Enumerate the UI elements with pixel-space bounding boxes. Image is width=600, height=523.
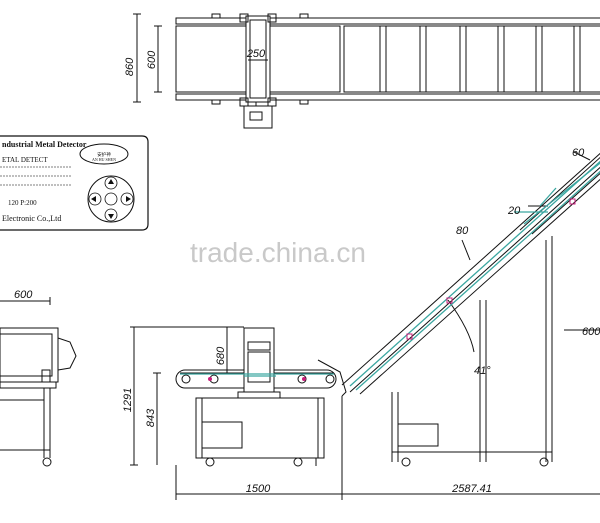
right-arrow-icon bbox=[126, 196, 131, 202]
front-marker-1 bbox=[208, 377, 212, 381]
front-dim-total-height-label: 1291 bbox=[122, 388, 134, 412]
incline-dim-angle-label: 41° bbox=[474, 365, 491, 377]
front-dim-belt-height-label: 843 bbox=[145, 408, 157, 427]
logo-text: 安护神 bbox=[97, 151, 111, 158]
front-belt-highlight bbox=[180, 373, 334, 377]
panel-title: ndustrial Metal Detector bbox=[2, 140, 87, 149]
side-dim-length-label: 600 bbox=[14, 289, 33, 301]
up-arrow-icon bbox=[108, 179, 114, 184]
front-view bbox=[130, 326, 342, 500]
incline-belt-highlight bbox=[349, 160, 600, 391]
incline-dim-length-label: 2587.41 bbox=[451, 483, 492, 495]
down-arrow-icon bbox=[108, 214, 114, 219]
top-dim-overall-label: 860 bbox=[124, 57, 136, 76]
incline-marker-2 bbox=[446, 297, 453, 304]
incline-marker-1 bbox=[406, 333, 413, 340]
side-view-left bbox=[0, 297, 77, 467]
front-dim-head-height-label: 680 bbox=[215, 346, 227, 365]
incline-marker-3 bbox=[569, 198, 576, 205]
panel-param-line: 120 P:200 bbox=[8, 199, 37, 207]
front-dim-length-label: 1500 bbox=[246, 483, 271, 495]
inclined-conveyor bbox=[317, 151, 600, 500]
brand-logo bbox=[79, 143, 129, 165]
incline-dim-top-label: 60 bbox=[572, 147, 585, 159]
incline-dim-right-label: 600 bbox=[582, 326, 600, 338]
left-arrow-icon bbox=[91, 196, 96, 202]
top-dim-belt-label: 600 bbox=[146, 50, 158, 69]
top-view bbox=[133, 13, 600, 129]
top-dim-aperture-label: 250 bbox=[246, 48, 266, 60]
front-marker-2 bbox=[302, 377, 306, 381]
panel-maker-line: Electronic Co.,Ltd bbox=[2, 214, 61, 223]
panel-model-line: ETAL DETECT bbox=[2, 156, 48, 164]
control-panel bbox=[0, 135, 149, 231]
incline-dim-partial-label: 80 bbox=[456, 225, 469, 237]
incline-dim-offset-label: 20 bbox=[507, 205, 521, 217]
logo-subtext: AN HU SHEN bbox=[92, 157, 116, 162]
watermark-text: trade.china.cn bbox=[190, 237, 366, 268]
